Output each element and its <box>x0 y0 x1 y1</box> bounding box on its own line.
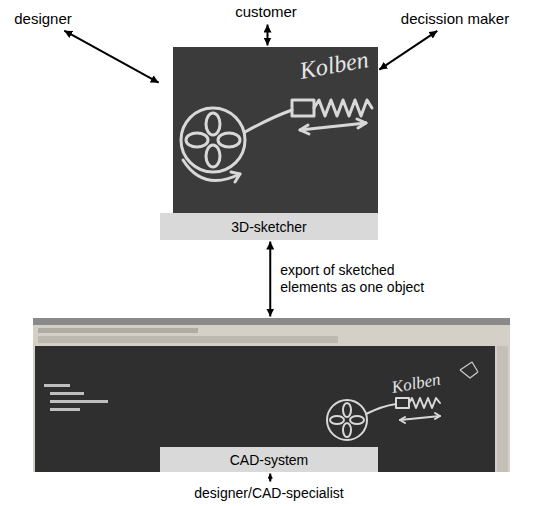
double-arrow <box>269 242 271 317</box>
double-arrow <box>379 31 437 70</box>
panel-caption: CAD-system <box>230 452 309 468</box>
role-name: designer <box>14 10 72 27</box>
role-name: customer <box>235 3 297 20</box>
edge-label: export of sketched elements as one objec… <box>280 262 438 296</box>
double-arrow <box>64 31 158 83</box>
double-arrow <box>267 25 269 46</box>
caption-band: CAD-system <box>160 447 378 472</box>
actor-label: customer <box>233 3 299 21</box>
screenshot-panel: CAD-system <box>33 318 510 472</box>
cad-screenshot <box>33 318 510 472</box>
double-arrow <box>269 474 271 482</box>
actor-label: decission maker <box>399 10 511 28</box>
sketcher-screenshot <box>173 47 378 213</box>
caption-band: 3D-sketcher <box>160 213 378 240</box>
role-name: designer/CAD-specialist <box>194 485 343 501</box>
panel-caption: 3D-sketcher <box>231 219 306 235</box>
role-name: decission maker <box>401 10 509 27</box>
actor-label: designer/CAD-specialist <box>192 485 345 502</box>
actor-label: designer <box>12 10 74 28</box>
